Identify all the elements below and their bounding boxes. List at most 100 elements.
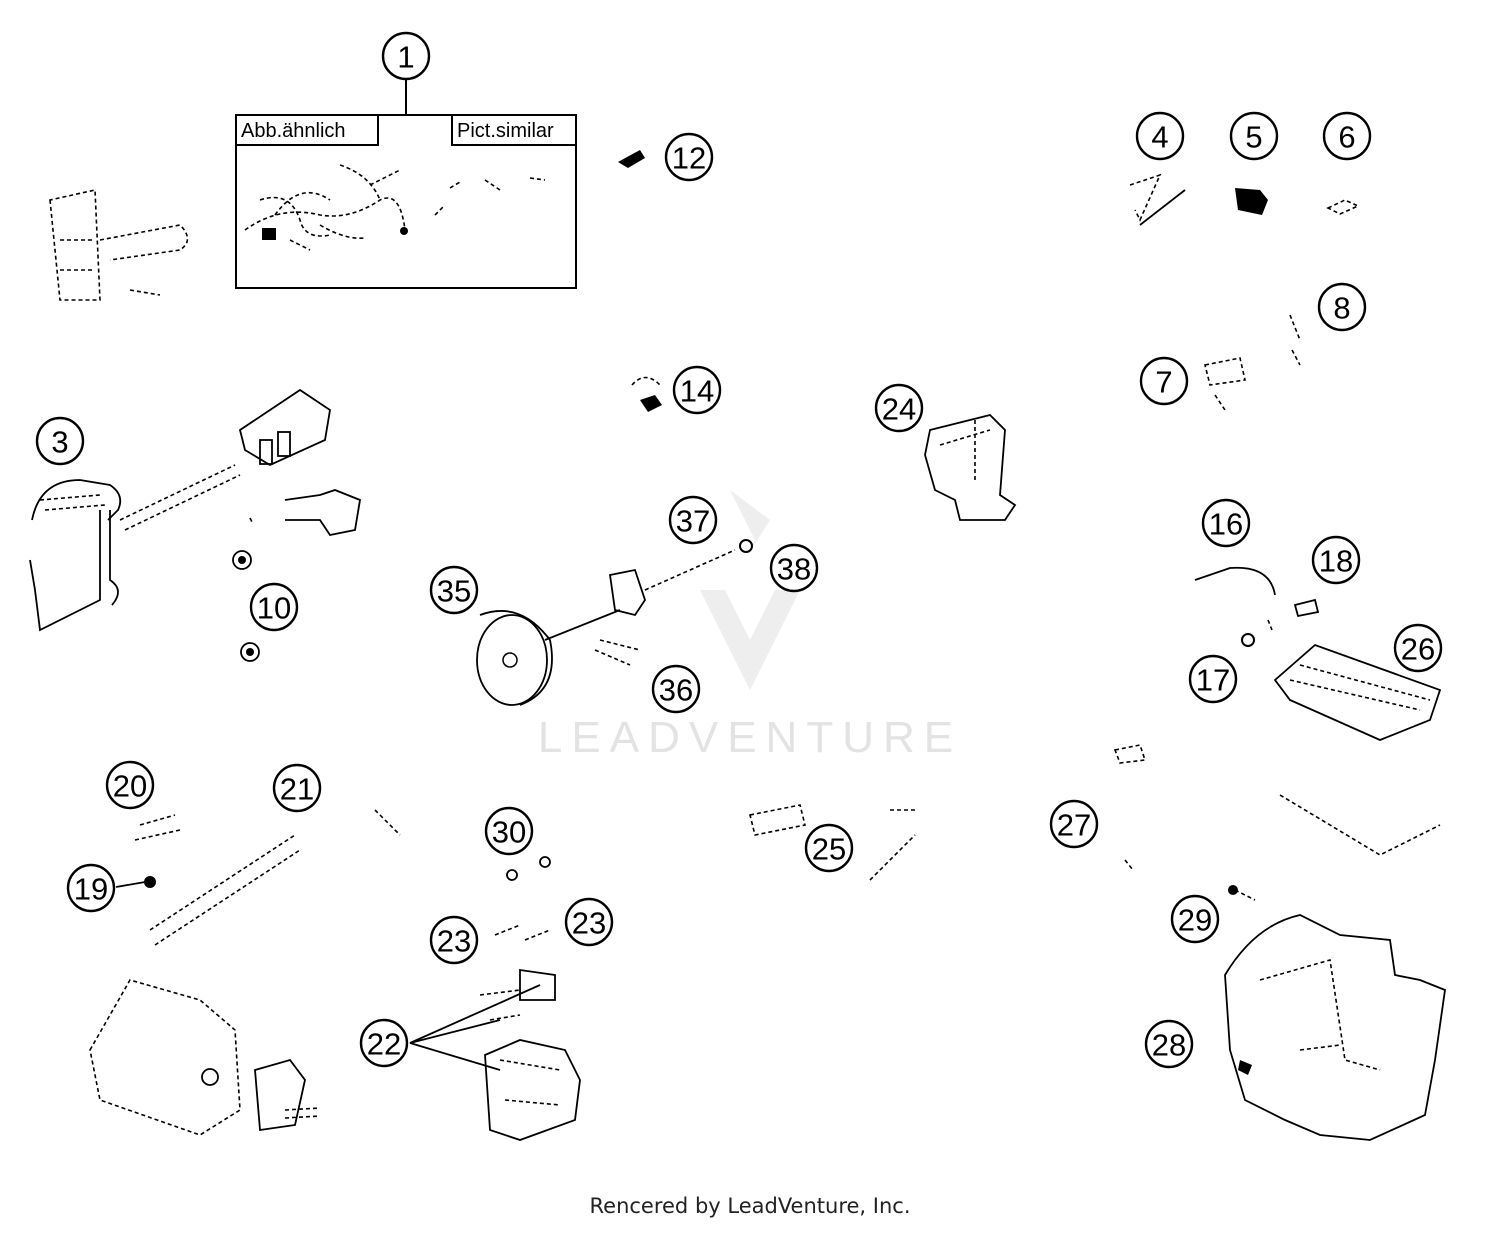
callout-circle xyxy=(1393,623,1443,673)
callout-25: 25 xyxy=(804,823,854,873)
callout-circle xyxy=(249,582,299,632)
callout-36: 36 xyxy=(651,664,701,714)
callout-circle xyxy=(651,664,701,714)
callout-8: 8 xyxy=(1317,282,1367,332)
callout-30: 30 xyxy=(484,806,534,856)
callout-number: 27 xyxy=(1057,808,1091,843)
callout-circle xyxy=(1049,799,1099,849)
callout-23: 23 xyxy=(429,915,479,965)
frame-28-drawing xyxy=(1224,914,1446,1141)
callout-number: 36 xyxy=(659,673,693,708)
watermark: LEADVENTURE xyxy=(538,490,962,762)
callout-number: 6 xyxy=(1338,120,1355,155)
callout-7: 7 xyxy=(1139,356,1189,406)
part-12-drawing xyxy=(618,150,645,168)
inset-box: Abb.ähnlich Pict.similar xyxy=(235,114,577,289)
part-29-dot xyxy=(1228,885,1238,895)
parts-27-29-drawing xyxy=(1113,744,1256,901)
callout-circle xyxy=(668,495,718,545)
watermark-text: LEADVENTURE xyxy=(538,713,962,762)
callout-circle xyxy=(381,31,431,81)
parts-7-8-drawing xyxy=(1204,314,1301,411)
callout-3: 3 xyxy=(35,416,85,466)
callout-circle xyxy=(35,416,85,466)
callout-number: 38 xyxy=(777,552,811,587)
callout-number: 23 xyxy=(437,924,471,959)
callout-number: 10 xyxy=(257,591,291,626)
callout-number: 30 xyxy=(492,815,526,850)
callout-number: 17 xyxy=(1196,663,1230,698)
callout-number: 14 xyxy=(680,374,714,409)
parts-4-5-6-drawing xyxy=(1129,173,1360,226)
part-25-drawing xyxy=(749,804,916,881)
callout-1: 1 xyxy=(381,31,431,81)
callout-number: 23 xyxy=(572,906,606,941)
starter-motor-drawing xyxy=(89,979,321,1136)
flywheel-35-36-37-38-drawing xyxy=(476,539,753,706)
callout-circle xyxy=(429,565,479,615)
callout-circle xyxy=(1317,282,1367,332)
inset-label-left: Abb.ähnlich xyxy=(241,120,346,142)
callout-38: 38 xyxy=(769,543,819,593)
callout-number: 8 xyxy=(1333,291,1350,326)
callout-circle xyxy=(1170,894,1220,944)
callout-20: 20 xyxy=(105,760,155,810)
callout-circle xyxy=(1322,111,1372,161)
callout-circle xyxy=(1188,654,1238,704)
callout-circle xyxy=(804,823,854,873)
callout-circle xyxy=(1135,111,1185,161)
parts-19-20-21-drawing xyxy=(134,809,401,946)
callout-35: 35 xyxy=(429,565,479,615)
callout-number: 5 xyxy=(1245,120,1262,155)
callout-circle xyxy=(564,897,614,947)
callout-number: 16 xyxy=(1209,507,1243,542)
callout-number: 19 xyxy=(74,872,108,907)
callout-number: 3 xyxy=(51,425,68,460)
callout-27: 27 xyxy=(1049,799,1099,849)
callout-number: 22 xyxy=(367,1027,401,1062)
callout-circle xyxy=(1144,1019,1194,1069)
callout-circle xyxy=(1139,356,1189,406)
callout-12: 12 xyxy=(664,132,714,182)
callout-number: 28 xyxy=(1152,1028,1186,1063)
callout-26: 26 xyxy=(1393,623,1443,673)
inset-label-right: Pict.similar xyxy=(457,120,554,142)
callout-circle xyxy=(769,543,819,593)
callout-28: 28 xyxy=(1144,1019,1194,1069)
callout-circle xyxy=(66,863,116,913)
callout-circle xyxy=(664,132,714,182)
callout-4: 4 xyxy=(1135,111,1185,161)
callout-number: 29 xyxy=(1178,903,1212,938)
callout-19: 19 xyxy=(66,863,116,913)
callout-circle xyxy=(1311,535,1361,585)
relay-22-23-30-drawing xyxy=(409,856,581,1141)
callout-number: 1 xyxy=(397,40,414,75)
callout-number: 25 xyxy=(812,832,846,867)
callout-circle xyxy=(429,915,479,965)
parts-16-17-18-26-drawing xyxy=(1194,566,1442,856)
cover-24-drawing xyxy=(924,414,1017,521)
callout-circle xyxy=(1229,111,1279,161)
callout-circle xyxy=(272,763,322,813)
callout-14: 14 xyxy=(672,365,722,415)
footer-credit: Rencered by LeadVenture, Inc. xyxy=(589,1194,911,1218)
callout-circle xyxy=(359,1018,409,1068)
callout-22: 22 xyxy=(359,1018,409,1068)
callout-circle xyxy=(874,383,924,433)
callout-number: 7 xyxy=(1155,365,1172,400)
callout-circle xyxy=(1201,498,1251,548)
callout-number: 26 xyxy=(1401,632,1435,667)
callout-number: 35 xyxy=(437,574,471,609)
callout-10: 10 xyxy=(249,582,299,632)
callout-6: 6 xyxy=(1322,111,1372,161)
part-14-drawing xyxy=(631,376,662,412)
callout-number: 21 xyxy=(280,772,314,807)
callout-16: 16 xyxy=(1201,498,1251,548)
callout-21: 21 xyxy=(272,763,322,813)
callout-29: 29 xyxy=(1170,894,1220,944)
callout-number: 18 xyxy=(1319,544,1353,579)
callout-5: 5 xyxy=(1229,111,1279,161)
regulator-3-drawing xyxy=(29,388,362,632)
